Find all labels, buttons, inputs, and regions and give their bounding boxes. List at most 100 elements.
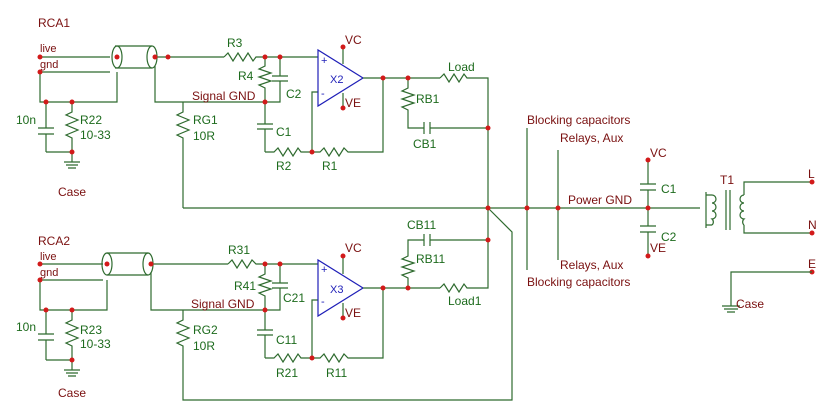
rca1-gnd-label: gnd: [40, 59, 58, 71]
ch1-r4-label: R4: [238, 69, 254, 83]
power-case-label: Case: [736, 297, 764, 311]
ch2-cb11: [423, 234, 488, 246]
ch2-rg2: [175, 207, 513, 401]
power-gnd-label: Power GND: [568, 193, 632, 207]
mains-e-label: E: [808, 257, 816, 271]
ch2-c11-label: C11: [276, 333, 297, 347]
ch1-vc-label: VC: [345, 33, 362, 47]
ch1-r3: [223, 51, 318, 63]
ch1-plus-label: +: [321, 55, 327, 67]
ch1-signal-gnd-label: Signal GND: [192, 89, 256, 103]
ch2-r11-label: R11: [326, 366, 347, 380]
ch1-cb1: [423, 122, 488, 134]
ch2-r21-label: R21: [276, 366, 298, 380]
ch1-load: [439, 72, 489, 208]
rca2-live-label: live: [40, 251, 57, 263]
ch1-r1-label: R1: [322, 159, 338, 173]
ch2-minus-label: -: [321, 296, 325, 308]
ch1-case-ground-icon: [46, 151, 80, 169]
rca1-input-wires: [40, 56, 110, 73]
ch1-c2: [265, 57, 288, 103]
mains-l-label: L: [808, 167, 815, 181]
ch2-rg2-label: RG2: [193, 323, 218, 337]
ch2-rb11: [400, 239, 424, 288]
ch1-r3-label: R3: [227, 36, 243, 50]
ch2-cap-label: 10n: [16, 320, 36, 334]
ch2-rg2-value: 10R: [193, 339, 215, 353]
ch1-junction-dots: [37, 44, 491, 155]
ch2-case-ground-icon: [46, 359, 80, 377]
rca1-live-label: live: [40, 43, 57, 55]
channel-1: RCA1 live gnd 10n R22 10-33 Case R3 R4 C…: [16, 16, 491, 208]
ch2-r31-label: R31: [228, 243, 250, 257]
rca1-ground-return: [39, 72, 118, 103]
ch2-r11: [312, 288, 384, 364]
ch2-cap-10n: [38, 310, 54, 360]
ch2-case-label: Case: [58, 386, 86, 400]
ch2-r23-label: R23: [80, 323, 102, 337]
ground-bus: Blocking capacitors Relays, Aux Relays, …: [183, 113, 700, 289]
rca2-label: RCA2: [38, 234, 70, 248]
ch1-r22-value: 10-33: [80, 128, 111, 142]
ch2-plus-label: +: [321, 264, 327, 276]
power-c2: [640, 208, 656, 256]
ch1-rg1: [175, 102, 191, 208]
ch1-r4: [257, 57, 273, 102]
ch2-r23-value: 10-33: [80, 337, 111, 351]
blocking-relay-lines: [526, 128, 559, 270]
ch1-cb1-label: CB1: [413, 137, 437, 151]
ch1-c2-label: C2: [286, 87, 302, 101]
ch2-r21: [265, 352, 312, 364]
ch2-opamp-label: X3: [330, 284, 343, 296]
ch1-r22: [64, 102, 80, 152]
power-c2-label: C2: [661, 230, 677, 244]
ch1-r2-label: R2: [276, 159, 292, 173]
ch1-opamp-label: X2: [330, 74, 343, 86]
ch2-ve-label: VE: [345, 306, 361, 320]
transformer-t1-icon: [705, 181, 812, 234]
ch1-load-label: Load: [448, 60, 475, 74]
ch2-load1-label: Load1: [448, 294, 482, 308]
rca2-coax-icon: [101, 252, 154, 276]
ch2-load1: [439, 208, 489, 294]
ch2-cb11-label: CB11: [407, 218, 436, 232]
rca1-coax-icon: [111, 45, 158, 69]
ch2-opamp-x3-icon: [317, 258, 365, 318]
ch1-minus-label: -: [321, 88, 325, 100]
ch1-rb1: [400, 78, 424, 129]
ch1-rb1-label: RB1: [416, 92, 440, 106]
ch2-c21-label: C21: [283, 291, 305, 305]
ch2-vc-label: VC: [345, 241, 362, 255]
ch1-case-label: Case: [58, 185, 86, 199]
ch1-inverting-wire: [311, 91, 318, 152]
ch2-rb11-label: RB11: [416, 252, 445, 266]
rca2-input-wires: [40, 263, 103, 281]
ch1-c1: [257, 102, 273, 152]
blocking-caps-bottom-label: Blocking capacitors: [527, 275, 630, 289]
earth-case-ground-icon: [722, 271, 812, 313]
ch2-signal-gnd-label: Signal GND: [191, 297, 255, 311]
ch1-rg1-value: 10R: [193, 129, 215, 143]
ch1-opamp-x2-icon: [317, 48, 365, 108]
ch2-r23: [64, 310, 80, 360]
channel-2: RCA2 live gnd 10n R23 10-33 Case R31 R41…: [16, 207, 513, 401]
ch1-signal-gnd-wire: [154, 66, 265, 103]
ch1-cap-10n: [38, 102, 54, 152]
power-c1: [640, 160, 656, 208]
power-vc-label: VC: [650, 146, 667, 160]
power-ve-label: VE: [650, 241, 666, 255]
transformer-label: T1: [720, 173, 734, 187]
ch2-signal-gnd-wire: [150, 272, 265, 311]
ch2-r31: [227, 258, 318, 270]
blocking-caps-top-label: Blocking capacitors: [527, 113, 630, 127]
rca1-label: RCA1: [38, 16, 70, 30]
ch1-cap-label: 10n: [16, 113, 36, 127]
rca2-ground-return: [39, 280, 108, 311]
power-section: VC VE C1 C2 T1 L N E Case: [640, 146, 817, 313]
relays-aux-top-label: Relays, Aux: [560, 131, 623, 145]
ch2-inverting-wire: [311, 299, 318, 358]
ch1-c1-label: C1: [276, 125, 292, 139]
ch2-c21: [265, 264, 288, 311]
